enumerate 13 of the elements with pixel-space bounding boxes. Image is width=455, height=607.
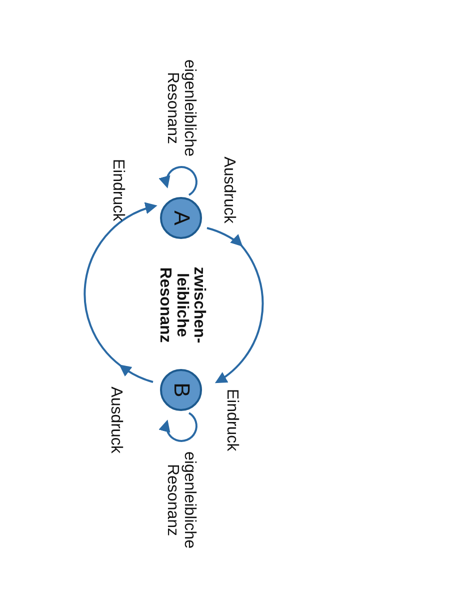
person-circle: B bbox=[160, 369, 202, 411]
arrow bbox=[206, 227, 264, 384]
edge-label: eigenleibliche Resonanz bbox=[164, 450, 198, 550]
label-text: Ausdruck bbox=[220, 156, 238, 226]
arrow bbox=[159, 412, 198, 442]
person-circle: A bbox=[160, 197, 202, 239]
label-text: zwischen- leibliche Resonanz bbox=[156, 266, 208, 345]
edge-label: eigenleibliche Resonanz bbox=[164, 58, 198, 158]
label-text: Eindruck bbox=[110, 158, 126, 224]
arrow bbox=[159, 166, 198, 196]
label-text: Eindruck bbox=[224, 388, 240, 454]
label-text: Ausdruck bbox=[108, 386, 124, 456]
arrow bbox=[84, 202, 158, 383]
